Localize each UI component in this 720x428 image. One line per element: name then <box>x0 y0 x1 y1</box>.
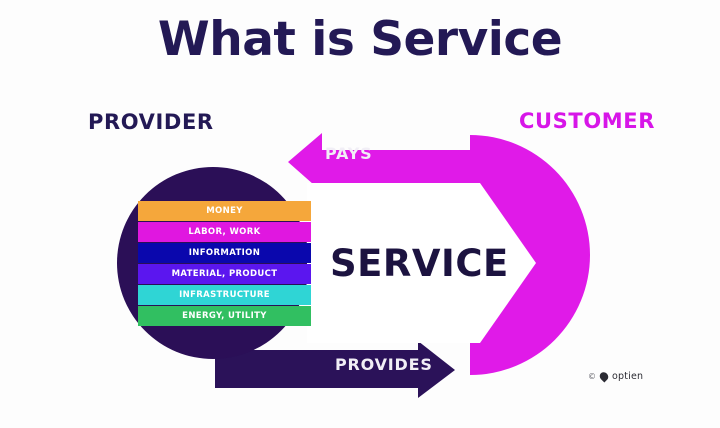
provides-arrow-label: PROVIDES <box>335 355 433 374</box>
resource-bar-label: LABOR, WORK <box>188 227 261 237</box>
resource-bar: INFORMATION <box>138 243 311 263</box>
resource-bar-label: MONEY <box>206 206 243 216</box>
provides-arrow <box>215 341 455 398</box>
resource-bar: INFRASTRUCTURE <box>138 285 311 305</box>
service-label: SERVICE <box>330 242 509 285</box>
brand-logo: © optien <box>588 370 644 383</box>
resource-bar-label: INFORMATION <box>188 248 261 258</box>
resource-bar: ENERGY, UTILITY <box>138 306 311 326</box>
resource-bar: MONEY <box>138 201 311 221</box>
resource-bar: MATERIAL, PRODUCT <box>138 264 311 284</box>
page-title: What is Service <box>157 12 563 67</box>
resource-bar-label: INFRASTRUCTURE <box>179 290 270 300</box>
resource-bar-label: MATERIAL, PRODUCT <box>171 269 278 279</box>
droplet-icon <box>597 370 611 383</box>
logo-wordmark: optien <box>612 371 644 382</box>
resource-bar-list: MONEY LABOR, WORK INFORMATION MATERIAL, PRO… <box>138 201 311 327</box>
customer-heading: CUSTOMER <box>519 109 655 133</box>
pays-arrow <box>288 133 505 192</box>
provider-heading: PROVIDER <box>88 110 214 134</box>
resource-bar: LABOR, WORK <box>138 222 311 242</box>
resource-bar-label: ENERGY, UTILITY <box>182 311 267 321</box>
pays-arrow-label: PAYS <box>325 144 373 163</box>
service-banner <box>307 183 536 343</box>
copyright-symbol: © <box>588 372 596 381</box>
